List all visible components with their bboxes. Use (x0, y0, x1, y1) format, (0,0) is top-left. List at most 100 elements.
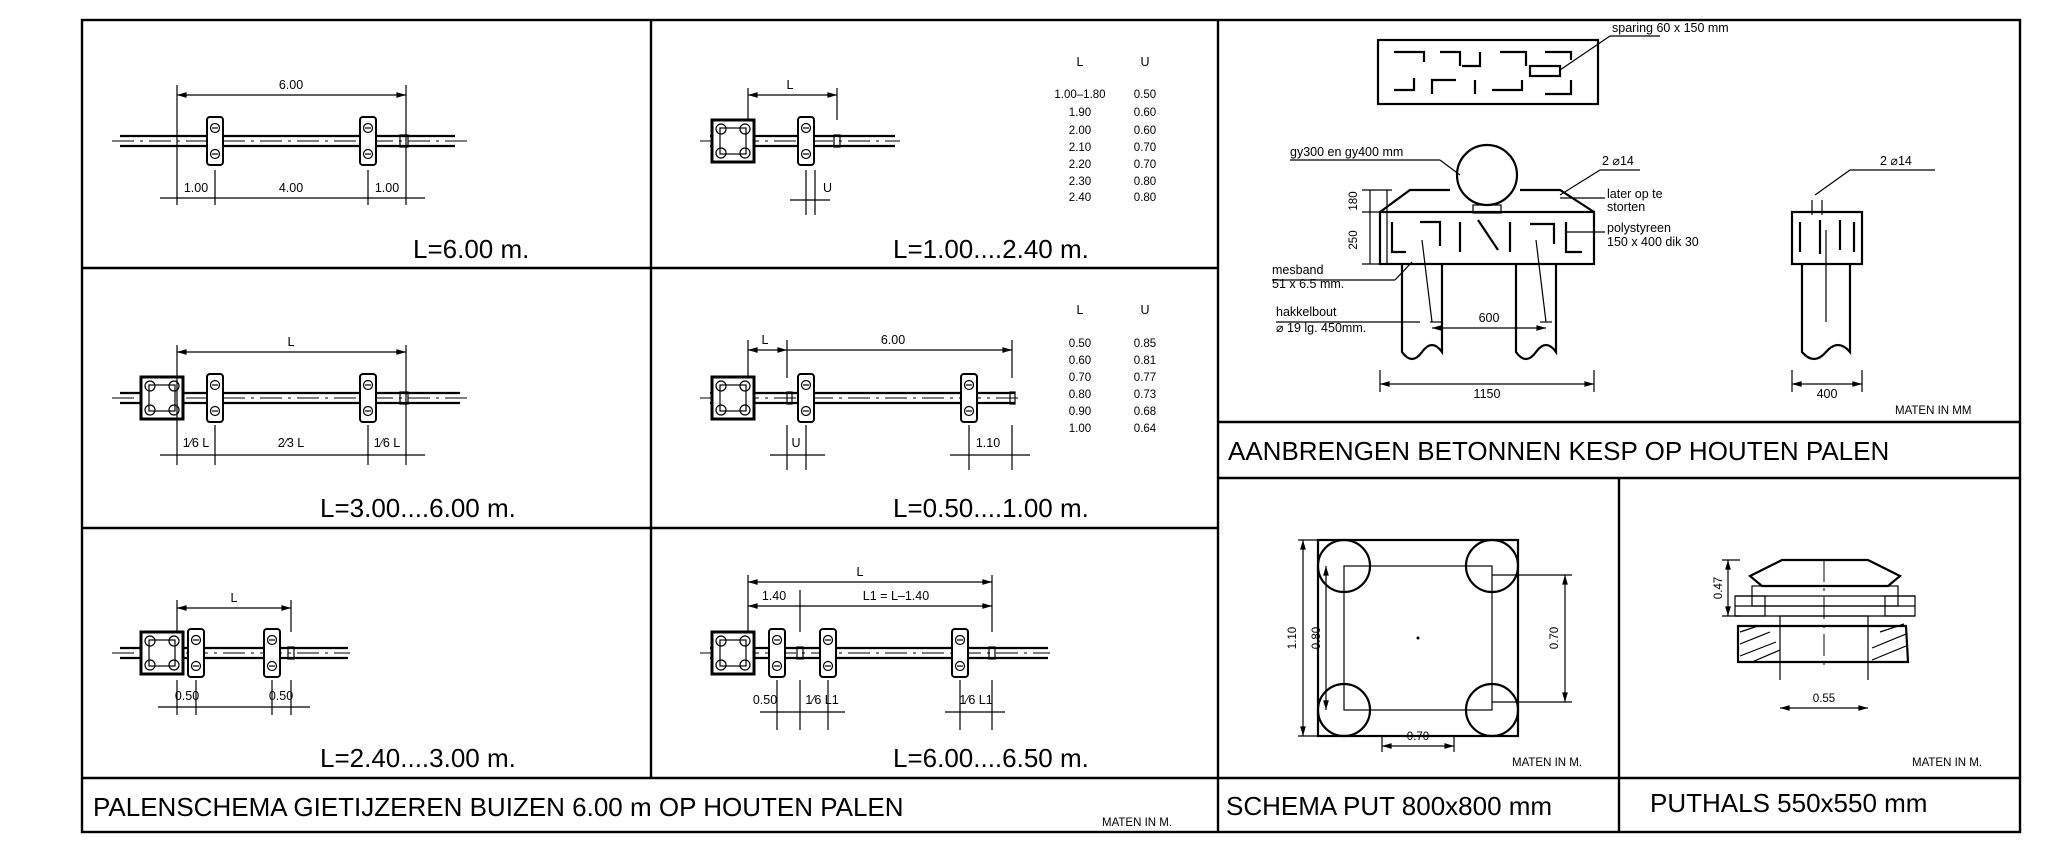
puthals-detail: 0.55 0.47 MATEN IN M. (1713, 558, 1982, 769)
table-cell: 0.85 (1134, 338, 1156, 350)
units-note: MATEN IN M. (1512, 757, 1582, 769)
dimension-6-00: 6.00 (279, 78, 303, 92)
scheme-title: L=0.50....1.00 m. (893, 493, 1089, 523)
gy-label: gy300 en gy400 mm (1290, 145, 1403, 159)
table-cell: 0.77 (1134, 372, 1156, 384)
table-cell: 1.00 (1069, 423, 1091, 435)
dimension-sixth-l-left: 1⁄6 L (183, 436, 209, 450)
dimension-l: L (288, 335, 295, 349)
table-cell: 0.50 (1069, 338, 1091, 350)
dimension-0-50-left: 0.50 (175, 689, 199, 703)
scheme-l-6-00: 6.00 1.00 4.00 1.00 L=6.00 m. (112, 78, 529, 264)
table-header-l: L (1077, 55, 1084, 69)
dimension-0-70-bottom: 0.70 (1407, 731, 1429, 743)
dimension-two-thirds-l: 2⁄3 L (278, 436, 304, 450)
dimension-l1: L1 = L–1.40 (863, 589, 929, 603)
polystyreen-label-1: polystyreen (1607, 221, 1671, 235)
table-cell: 2.30 (1069, 176, 1091, 188)
units-note: MATEN IN M. (1102, 817, 1172, 829)
table-cell: 0.73 (1134, 389, 1156, 401)
dimension-1-10: 1.10 (1287, 627, 1299, 649)
table-cell: 0.60 (1134, 125, 1156, 137)
dimension-6-00: 6.00 (881, 333, 905, 347)
puthals-title: PUTHALS 550x550 mm (1650, 788, 1927, 818)
sheet-frame (80, 18, 2022, 834)
table-header-l: L (1077, 303, 1084, 317)
dimension-sixth-l1-right: 1⁄6 L1 (959, 693, 992, 707)
units-note: MATEN IN MM (1895, 405, 1971, 417)
sparing-label: sparing 60 x 150 mm (1612, 21, 1729, 35)
table-cell: 0.64 (1134, 423, 1157, 435)
mesband-label-1: mesband (1272, 263, 1323, 277)
table-cell: 2.00 (1069, 125, 1091, 137)
dimension-l: L (787, 78, 794, 92)
table-header-u: U (1140, 303, 1149, 317)
table-cell: 0.80 (1069, 389, 1091, 401)
l-u-table: L U 1.00–1.80 0.50 1.90 0.60 2.00 0.60 2… (1054, 55, 1156, 204)
hakkelbout-label-2: ⌀ 19 lg. 450mm. (1276, 321, 1366, 335)
table-cell: 0.80 (1134, 176, 1156, 188)
dimension-0-50: 0.50 (753, 693, 777, 707)
dimension-1-00-left: 1.00 (184, 181, 208, 195)
scheme-title: L=6.00....6.50 m. (893, 743, 1089, 773)
table-cell: 0.81 (1134, 355, 1156, 367)
mesband-label-2: 51 x 6.5 mm. (1272, 277, 1344, 291)
hakkelbout-label-1: hakkelbout (1276, 305, 1337, 319)
table-cell: 0.90 (1069, 406, 1091, 418)
scheme-l-2-40-3-00: L 0.50 0.50 L=2.40....3.00 m. (112, 591, 516, 773)
diameter-right-label: 2 ⌀14 (1880, 154, 1912, 168)
table-cell: 0.50 (1134, 89, 1156, 101)
scheme-title: L=6.00 m. (413, 234, 529, 264)
dimension-0-50-right: 0.50 (269, 689, 293, 703)
later-label-1: later op te (1607, 187, 1663, 201)
put-detail: 1.10 0.80 0.70 0.70 MATEN IN M. (1287, 538, 1582, 769)
table-cell: 0.70 (1134, 159, 1156, 171)
later-label-2: storten (1607, 200, 1645, 214)
width-400: 400 (1817, 387, 1838, 401)
table-cell: 2.40 (1069, 192, 1091, 204)
scheme-l-6-00-6-50: L 1.40 L1 = L–1.40 0.50 1⁄6 L1 1⁄6 L1 L=… (700, 565, 1089, 773)
width-600: 600 (1479, 311, 1500, 325)
table-cell: 0.70 (1134, 142, 1156, 154)
dimension-0-80: 0.80 (1311, 627, 1323, 649)
dimension-l: L (857, 565, 864, 579)
units-note: MATEN IN M. (1912, 757, 1982, 769)
height-250: 250 (1348, 230, 1360, 249)
width-1150: 1150 (1474, 387, 1501, 401)
kesp-detail: sparing 60 x 150 mm 180 250 600 1150 gy3… (1272, 21, 1971, 417)
dimension-sixth-l-right: 1⁄6 L (374, 436, 400, 450)
dimension-0-55: 0.55 (1813, 693, 1835, 705)
height-180: 180 (1348, 191, 1360, 210)
dimension-4-00: 4.00 (279, 181, 303, 195)
palenschema-title: PALENSCHEMA GIETIJZEREN BUIZEN 6.00 m OP… (93, 792, 904, 822)
scheme-l-3-00-6-00: L 1⁄6 L 2⁄3 L 1⁄6 L L=3.00....6.00 m. (112, 335, 516, 523)
dimension-l: L (762, 333, 769, 347)
table-cell: 1.00–1.80 (1054, 89, 1105, 101)
polystyreen-label-2: 150 x 400 dik 30 (1607, 235, 1699, 249)
table-cell: 0.60 (1069, 355, 1091, 367)
scheme-l-1-00-2-40: L U L U 1.00–1.80 0.50 1.90 0.60 2.00 0.… (700, 55, 1156, 264)
dimension-u: U (791, 436, 800, 450)
put-title: SCHEMA PUT 800x800 mm (1226, 791, 1552, 821)
table-cell: 1.90 (1069, 107, 1091, 119)
dimension-1-40: 1.40 (762, 589, 786, 603)
scheme-title: L=1.00....2.40 m. (893, 234, 1089, 264)
table-cell: 0.68 (1134, 406, 1156, 418)
dimension-0-70-right: 0.70 (1549, 627, 1561, 649)
dimension-1-10: 1.10 (976, 436, 1000, 450)
dimension-sixth-l1-left: 1⁄6 L1 (805, 693, 838, 707)
scheme-title: L=2.40....3.00 m. (320, 743, 516, 773)
table-cell: 2.10 (1069, 142, 1091, 154)
diameter-left-label: 2 ⌀14 (1602, 154, 1634, 168)
table-cell: 2.20 (1069, 159, 1091, 171)
l-u-table: L U 0.50 0.85 0.60 0.81 0.70 0.77 0.80 0… (1069, 303, 1157, 435)
dimension-l: L (231, 591, 238, 605)
kesp-title: AANBRENGEN BETONNEN KESP OP HOUTEN PALEN (1228, 436, 1889, 466)
table-cell: 0.70 (1069, 372, 1091, 384)
dimension-u: U (823, 181, 832, 195)
scheme-l-0-50-1-00: L 6.00 U 1.10 L U 0.50 0.85 0.60 0.81 0.… (700, 303, 1157, 523)
table-header-u: U (1140, 55, 1149, 69)
table-cell: 0.80 (1134, 192, 1156, 204)
dimension-0-47: 0.47 (1713, 577, 1725, 599)
dimension-1-00-right: 1.00 (375, 181, 399, 195)
